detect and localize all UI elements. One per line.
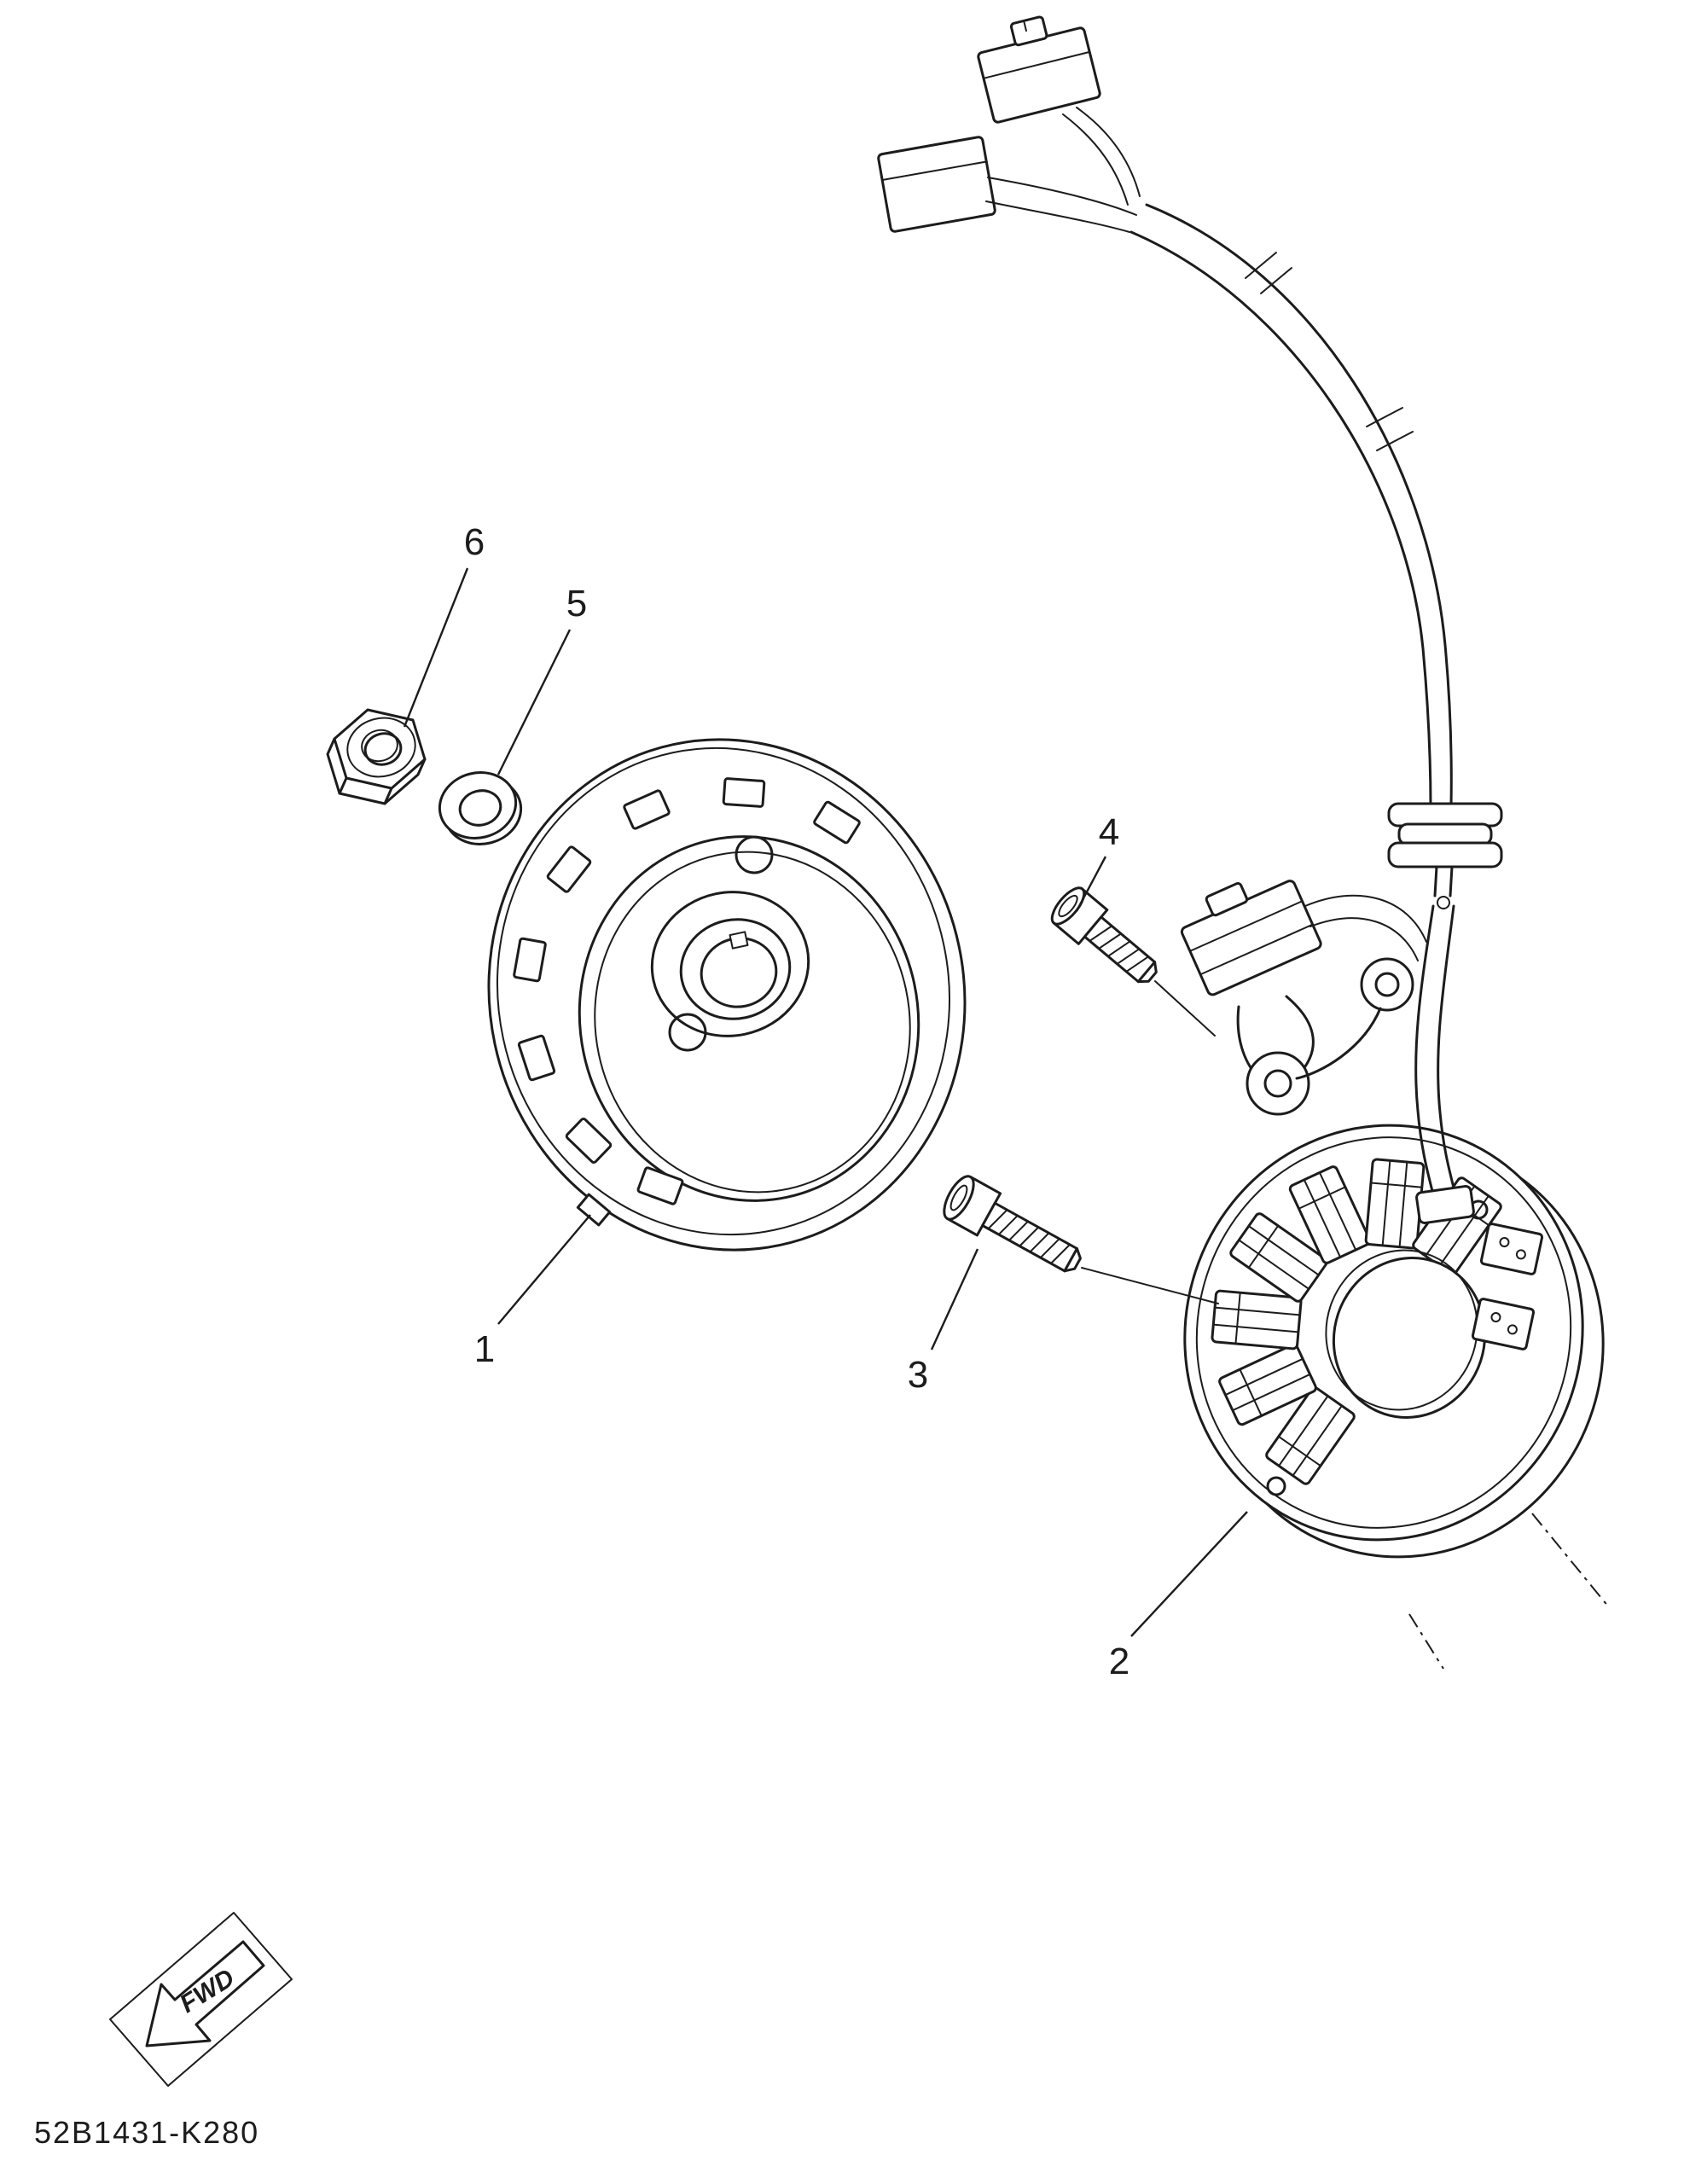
fwd-marker: FWD <box>109 1912 293 2087</box>
plain-washer <box>438 771 523 845</box>
callout-2: 2 <box>1109 1641 1129 1682</box>
callouts: 6 5 1 4 3 2 <box>403 521 1248 1682</box>
cable-holder <box>1415 1184 1475 1225</box>
cable-grommet <box>1387 802 1503 909</box>
part-code: 52B1431-K280 <box>34 2115 259 2150</box>
wiring-harness <box>877 15 1453 809</box>
rotor-magnet-blocks <box>513 777 861 1205</box>
callout-3: 3 <box>908 1354 928 1396</box>
bolt-4 <box>1050 886 1158 984</box>
fwd-marker-frame <box>109 1912 293 2087</box>
callout-6: 6 <box>464 521 485 563</box>
pickup-coil-assembly <box>1180 880 1427 1116</box>
flywheel-rotor <box>487 738 967 1252</box>
stator-assembly <box>1183 1124 1610 1670</box>
bolt-3 <box>943 1175 1082 1273</box>
callout-1: 1 <box>474 1328 495 1370</box>
callout-5: 5 <box>566 583 587 624</box>
stator-lead-cable <box>1414 904 1475 1225</box>
fwd-arrow-icon <box>145 1940 265 2048</box>
callout-4: 4 <box>1099 811 1119 853</box>
flange-nut <box>326 708 427 805</box>
connector-block-2 <box>877 136 996 233</box>
connector-block-1 <box>977 15 1101 124</box>
stator-terminal-blocks <box>1471 1223 1544 1350</box>
